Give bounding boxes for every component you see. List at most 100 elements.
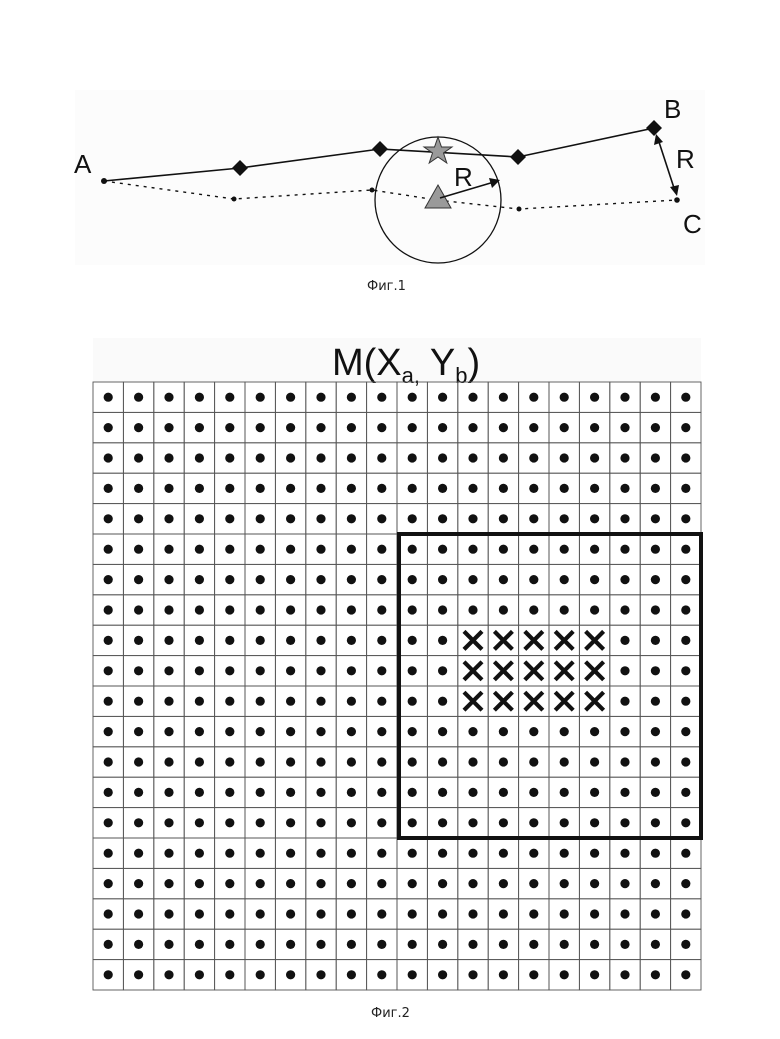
dot-mark	[499, 970, 508, 979]
dot-mark	[499, 545, 508, 554]
matrix-cell	[610, 716, 640, 746]
matrix-cell	[154, 564, 184, 594]
matrix-cell	[671, 382, 701, 412]
matrix-cell	[184, 960, 214, 990]
matrix-cell	[397, 412, 427, 442]
matrix-cell	[275, 808, 305, 838]
dot-mark	[651, 575, 660, 584]
matrix-cell	[610, 656, 640, 686]
dot-mark	[529, 879, 538, 888]
dot-mark	[377, 909, 386, 918]
dot-mark	[256, 545, 265, 554]
dot-mark	[620, 666, 629, 675]
dot-mark	[468, 514, 477, 523]
matrix-cell	[427, 747, 457, 777]
matrix-cell	[154, 595, 184, 625]
dot-mark	[560, 453, 569, 462]
dot-mark	[164, 666, 173, 675]
matrix-cell	[610, 382, 640, 412]
matrix-cell	[549, 656, 579, 686]
dot-mark	[377, 575, 386, 584]
matrix-cell	[123, 960, 153, 990]
dot-mark	[164, 514, 173, 523]
matrix-cell	[215, 808, 245, 838]
matrix-cell	[458, 443, 488, 473]
matrix-cell	[154, 504, 184, 534]
dot-mark	[104, 909, 113, 918]
dot-mark	[286, 970, 295, 979]
dot-mark	[468, 818, 477, 827]
dot-mark	[377, 453, 386, 462]
dot-mark	[438, 909, 447, 918]
matrix-cell	[458, 564, 488, 594]
matrix-cell	[610, 808, 640, 838]
dot-mark	[316, 484, 325, 493]
matrix-cell	[93, 686, 123, 716]
dot-mark	[590, 575, 599, 584]
matrix-cell	[184, 412, 214, 442]
dot-mark	[195, 909, 204, 918]
matrix-cell	[610, 868, 640, 898]
matrix-cell	[427, 716, 457, 746]
dot-mark	[408, 484, 417, 493]
dot-mark	[195, 879, 204, 888]
matrix-cell	[275, 382, 305, 412]
dot-mark	[195, 484, 204, 493]
dot-mark	[620, 970, 629, 979]
dot-mark	[377, 514, 386, 523]
matrix-cell	[488, 686, 518, 716]
dot-mark	[651, 818, 660, 827]
matrix-cell	[123, 504, 153, 534]
matrix-cell	[93, 929, 123, 959]
cross-mark-icon	[464, 662, 482, 680]
dot-mark	[225, 909, 234, 918]
matrix-cell	[427, 564, 457, 594]
matrix-cell	[336, 473, 366, 503]
matrix-cell	[93, 868, 123, 898]
dot-mark	[468, 393, 477, 402]
matrix-cell	[336, 777, 366, 807]
matrix-cell	[610, 625, 640, 655]
matrix-cell	[640, 473, 670, 503]
dot-mark	[195, 514, 204, 523]
matrix-cell	[458, 929, 488, 959]
dot-mark	[347, 666, 356, 675]
dot-mark	[438, 727, 447, 736]
dot-mark	[681, 453, 690, 462]
matrix-cell	[610, 534, 640, 564]
matrix-cell	[397, 595, 427, 625]
matrix-cell	[215, 960, 245, 990]
matrix-cell	[336, 443, 366, 473]
dot-mark	[651, 605, 660, 614]
matrix-cell	[397, 716, 427, 746]
dot-mark	[529, 514, 538, 523]
matrix-cell	[367, 412, 397, 442]
dot-mark	[225, 484, 234, 493]
dot-mark	[408, 788, 417, 797]
dot-mark	[651, 697, 660, 706]
matrix-cell	[397, 777, 427, 807]
matrix-cell	[549, 929, 579, 959]
dot-mark	[256, 849, 265, 858]
dot-mark	[316, 879, 325, 888]
matrix-cell	[154, 929, 184, 959]
dot-mark	[499, 940, 508, 949]
matrix-cell	[519, 899, 549, 929]
dot-mark	[408, 453, 417, 462]
dot-mark	[195, 818, 204, 827]
dot-mark	[651, 970, 660, 979]
dot-mark	[104, 514, 113, 523]
matrix-cell	[215, 777, 245, 807]
dot-mark	[134, 909, 143, 918]
matrix-cell	[215, 504, 245, 534]
dot-mark	[438, 453, 447, 462]
matrix-cell	[184, 777, 214, 807]
dot-mark	[256, 636, 265, 645]
matrix-cell	[123, 808, 153, 838]
dot-mark	[529, 605, 538, 614]
matrix-cell	[184, 868, 214, 898]
matrix-cell	[579, 777, 609, 807]
matrix-cell	[427, 656, 457, 686]
matrix-cell	[671, 473, 701, 503]
matrix-cell	[397, 534, 427, 564]
